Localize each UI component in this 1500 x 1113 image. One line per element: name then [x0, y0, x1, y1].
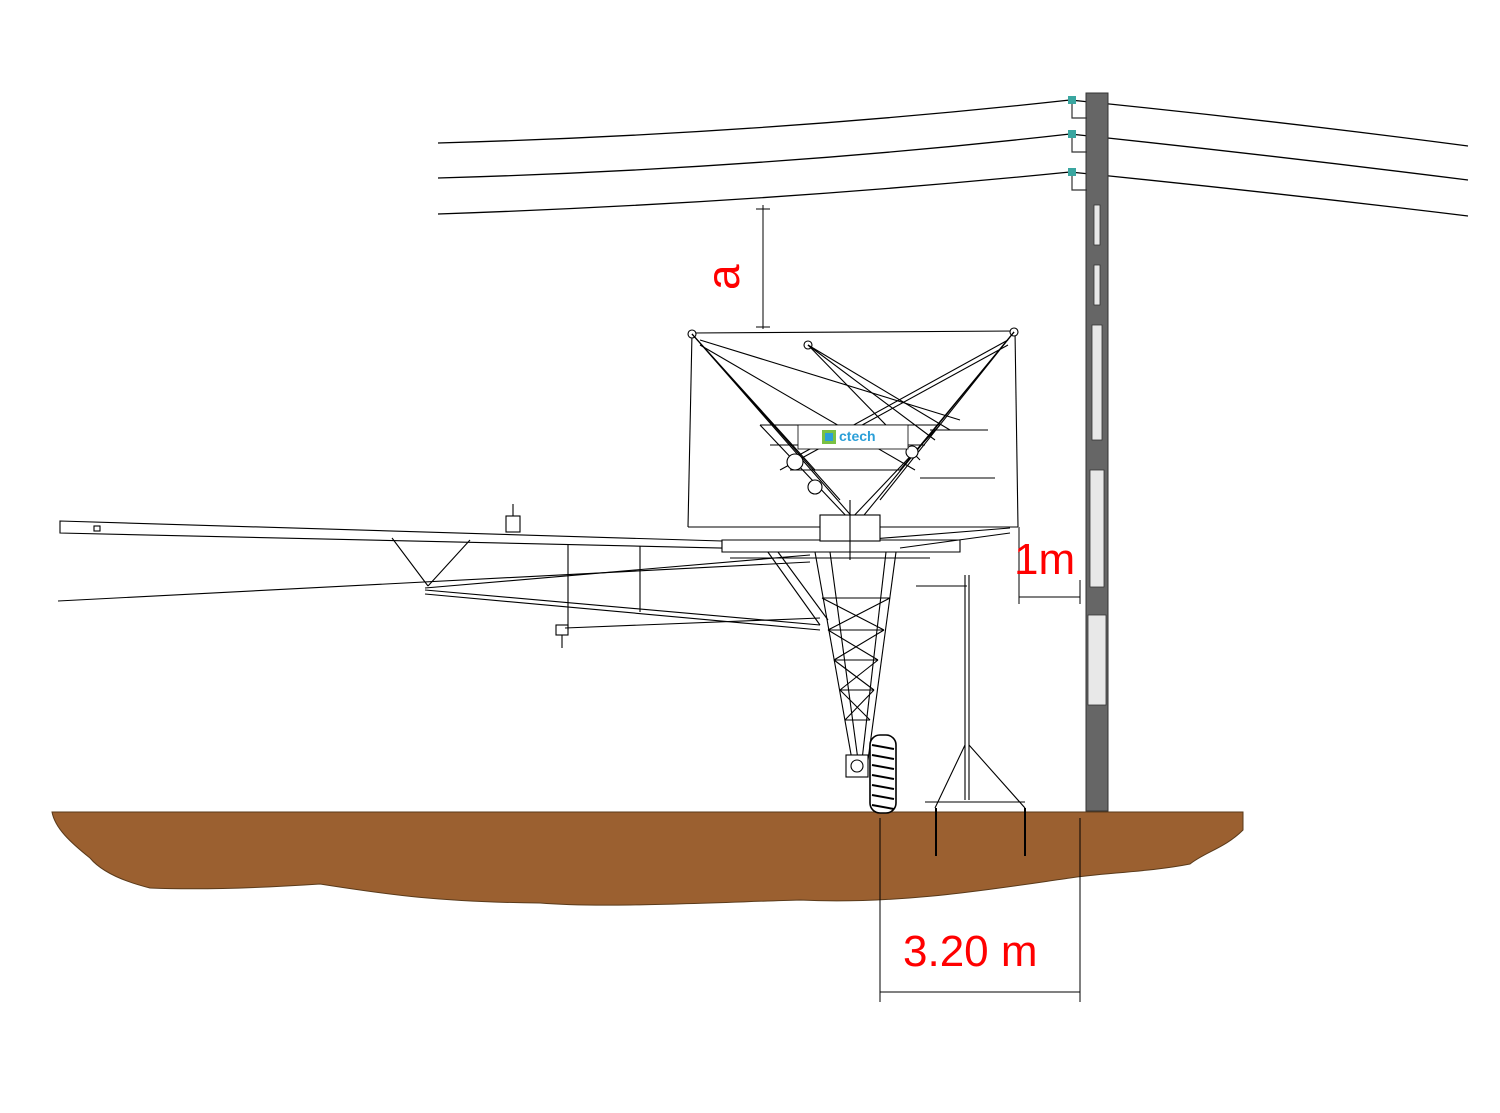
- utility-pole: [1068, 92, 1109, 812]
- dimension-1m: [1018, 527, 1081, 604]
- ground-stakes: [935, 808, 1026, 856]
- logo-text: ctech: [839, 428, 876, 444]
- power-line-middle: [437, 133, 1469, 181]
- boom-pipe: [59, 520, 723, 549]
- ctech-logo: ctech: [822, 428, 892, 446]
- ground: [51, 811, 1244, 906]
- logo-mark-icon: [822, 430, 836, 444]
- main-deck: [721, 539, 961, 553]
- drive-wheel: [869, 734, 897, 814]
- clearance-top-label: a: [697, 264, 749, 290]
- ground-distance-label: 3.20 m: [903, 927, 1038, 976]
- dimension-3-20m: [879, 818, 1081, 1002]
- power-line-top: [437, 99, 1469, 147]
- dimension-a: [756, 205, 770, 329]
- insulators: [1071, 100, 1087, 191]
- tower: [814, 551, 897, 778]
- power-lines: [437, 99, 1469, 217]
- boom-lower-chord: [57, 561, 811, 602]
- power-line-bottom: [437, 171, 1469, 217]
- anchor-post: [916, 575, 1026, 809]
- insulator-bottom: [1068, 168, 1076, 176]
- upper-frame: [687, 327, 1019, 560]
- irrigation-machine: [57, 327, 1026, 814]
- clearance-side-label: 1m: [1014, 535, 1076, 584]
- insulator-top: [1068, 96, 1076, 104]
- insulator-middle: [1068, 130, 1076, 138]
